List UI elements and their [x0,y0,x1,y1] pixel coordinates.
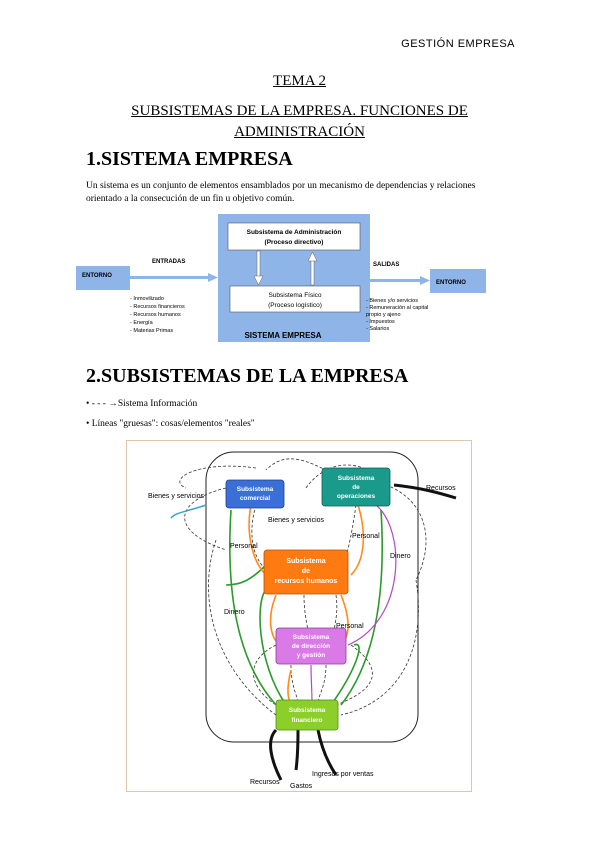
recursos-bottom-line [269,728,283,781]
admin-line1: Subsistema de Administración [247,229,342,236]
bullet-thick-lines: • Líneas "gruesas": cosas/elementos "rea… [86,419,255,429]
operaciones-label-2: de [352,484,360,491]
personal-label-2: Personal [352,533,380,540]
page-title: SUBSISTEMAS DE LA EMPRESA. FUNCIONES DE … [0,101,599,143]
tema-title: TEMA 2 [273,73,326,89]
recursos-input-line [393,483,457,500]
output-line [170,504,207,519]
outputs-list: - Bienes y/o servicios - Remuneración al… [366,298,430,332]
output-item: - Remuneración al capital [366,305,428,311]
bienes-servicios-out-label: Bienes y servicios [148,493,205,500]
input-item: - Materias Primas [130,328,173,334]
personal-label-1: Personal [230,543,258,550]
input-item: - Recursos humanos [130,312,181,318]
operaciones-label-1: Subsistema [338,475,375,482]
input-item: - Energía [130,320,154,326]
comercial-label-1: Subsistema [237,486,274,493]
bullet1-prefix: • - - - [86,399,109,409]
ingresos-label: Ingresos por ventas [312,771,374,778]
fisico-line1: Subsistema Físico [268,292,321,299]
section1-paragraph: Un sistema es un conjunto de elementos e… [86,180,516,206]
bullet1-text: Sistema Información [117,399,198,409]
ingresos-line [316,729,338,776]
gastos-label: Gastos [290,783,313,790]
arrow-right-icon: → [108,398,118,409]
bullet-info-system: • - - - →Sistema Información [86,398,197,409]
entorno-right-box [430,269,486,293]
fisico-line2: (Proceso logístico) [268,302,322,309]
output-item: propio y ajeno [366,312,401,318]
entradas-label: ENTRADAS [152,259,185,265]
output-item: - Impuestos [366,319,395,325]
recursos-in-label: Recursos [426,485,456,492]
subsistemas-diagram: Subsistema comercial Subsistema de opera… [126,440,472,792]
gastos-line [294,729,300,771]
entorno-right-label: ENTORNO [436,280,466,286]
comercial-box [225,479,285,509]
up-arrow-icon [307,251,318,286]
dinero-label-1: Dinero [390,553,411,560]
para-line-1: Un sistema es un conjunto de elementos e… [86,181,476,191]
output-item: - Bienes y/o servicios [366,298,418,304]
title-line-1: SUBSISTEMAS DE LA EMPRESA. FUNCIONES DE [131,103,468,119]
financiero-box [275,699,339,731]
para-line-2: orientado a la consecución de un fin u o… [86,194,295,204]
money-lines [225,509,383,706]
down-arrow-icon [253,250,264,286]
sistema-empresa-diagram: Subsistema de Administración (Proceso di… [76,214,486,342]
output-item: - Salarios [366,326,389,332]
admin-subsystem-box [227,222,361,251]
salidas-label: SALIDAS [373,262,399,268]
header-course: GESTIÓN EMPRESA [401,38,515,50]
bienes-servicios-mid-label: Bienes y servicios [268,517,325,524]
financiero-label-1: Subsistema [289,707,326,714]
section2-heading: 2.SUBSISTEMAS DE LA EMPRESA [86,365,409,387]
input-item: - Inmovilizado [130,296,164,302]
dinero-label-2: Dinero [224,609,245,616]
direccion-label-3: y gestión [297,652,326,659]
rrhh-label-2: de [302,568,310,575]
financiero-label-2: financiero [291,717,322,724]
entorno-left-box [76,266,130,290]
fisico-subsystem-box [229,285,361,313]
operaciones-label-3: operaciones [337,493,376,500]
rrhh-label-1: Subsistema [286,558,325,565]
direccion-label-2: de dirección [292,643,330,650]
direction-lines [310,504,397,703]
system-label: SISTEMA EMPRESA [244,331,321,340]
info-lines [179,458,427,716]
direccion-box [275,627,347,665]
comercial-label-2: comercial [240,495,271,502]
input-item: - Recursos financieros [130,304,185,310]
rrhh-box [263,549,349,595]
section1-heading: 1.SISTEMA EMPRESA [86,148,293,170]
personal-label-3: Personal [336,623,364,630]
admin-line2: (Proceso directivo) [265,239,324,246]
entradas-arrow-icon [130,273,218,282]
salidas-arrow-icon [370,276,430,285]
recursos-bottom-label: Recursos [250,779,280,786]
direccion-label-1: Subsistema [293,634,330,641]
inputs-list: - Inmovilizado - Recursos financieros - … [130,296,186,334]
entorno-left-label: ENTORNO [82,273,112,279]
rrhh-label-3: recursos humanos [275,578,338,585]
operaciones-box [321,467,391,507]
title-line-2: ADMINISTRACIÓN [234,124,365,140]
